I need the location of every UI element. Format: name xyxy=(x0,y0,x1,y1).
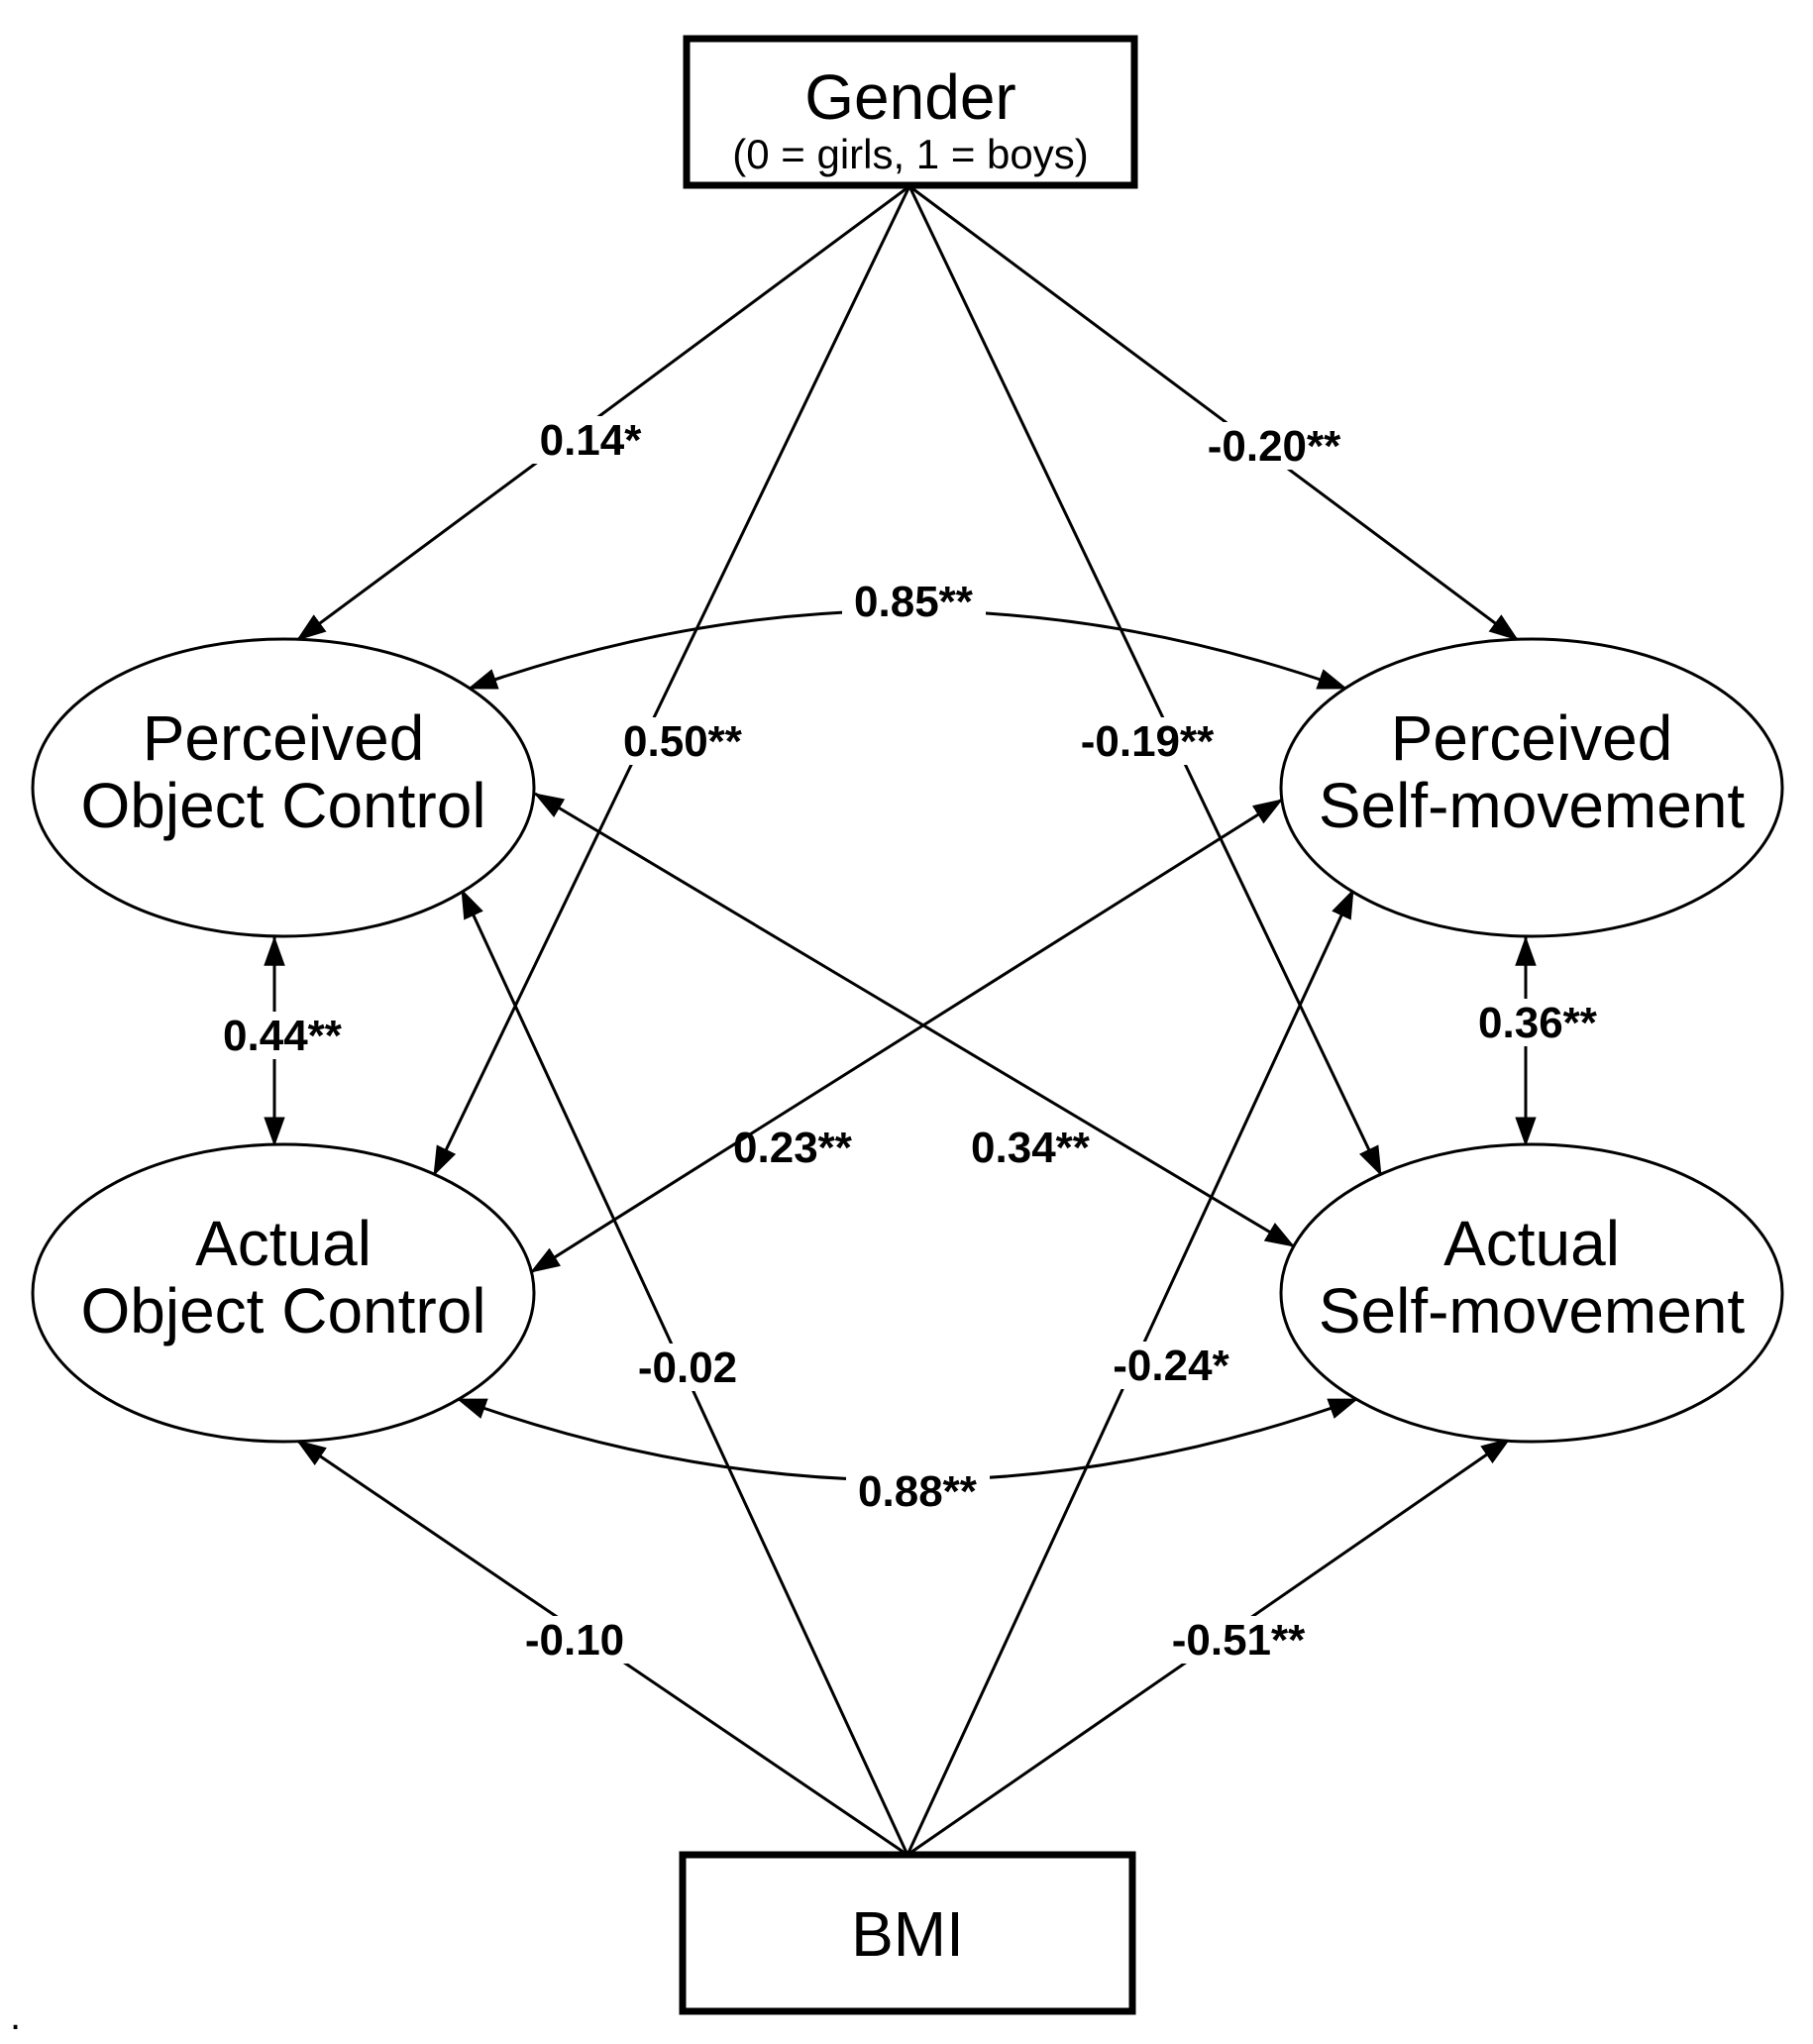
label-bg xyxy=(630,1344,744,1391)
edge-gender-to-actual-self-movement xyxy=(907,185,1383,1177)
coefficient-label-layer: 0.14* -0.20** 0.85** 0.50** -0.19** 0.44… xyxy=(223,416,1598,1665)
edge-gender-to-actual-object-control xyxy=(432,185,911,1177)
coef-perceived-object-control-actual-self-movement: 0.34** xyxy=(971,1124,1091,1172)
coef-bmi-perceived-object-control: -0.02 xyxy=(638,1344,737,1392)
node-layer xyxy=(31,35,1784,2015)
label-background-layer xyxy=(210,416,1610,1664)
node-actual-object-control-ellipse xyxy=(31,1142,536,1444)
perceived-self-movement-line1: Perceived xyxy=(1391,702,1673,774)
label-bg xyxy=(842,578,986,625)
coef-perceived-object-control-perceived-self-movement: 0.85** xyxy=(854,578,974,626)
edge-correlation-perceived-object-control-actual-self-movement xyxy=(533,792,1296,1248)
label-bg xyxy=(1102,1342,1240,1389)
coef-perceived-object-control-actual-object-control: 0.44** xyxy=(223,1012,343,1060)
coef-gender-perceived-self-movement: -0.20** xyxy=(1208,422,1341,471)
label-bg xyxy=(1159,1616,1318,1664)
node-perceived-object-control-ellipse xyxy=(31,637,536,938)
label-bg xyxy=(1195,422,1353,470)
label-bg xyxy=(846,1467,990,1515)
footnote-dot: . xyxy=(10,1994,21,2038)
perceived-self-movement-line2: Self-movement xyxy=(1319,770,1746,841)
edge-correlation-actual-object-control-perceived-self-movement xyxy=(529,798,1284,1274)
label-bg xyxy=(1068,717,1226,765)
coef-actual-object-control-actual-self-movement: 0.88** xyxy=(858,1467,978,1516)
gender-title: Gender xyxy=(804,61,1015,133)
coef-perceived-self-movement-actual-self-movement: 0.36** xyxy=(1478,999,1598,1047)
node-gender-box xyxy=(683,35,1138,189)
bmi-label: BMI xyxy=(851,1898,964,1970)
coef-bmi-perceived-self-movement: -0.24* xyxy=(1113,1342,1229,1390)
coef-gender-perceived-object-control: 0.14* xyxy=(540,416,643,465)
actual-object-control-line2: Object Control xyxy=(80,1275,485,1346)
coef-gender-actual-object-control: 0.50** xyxy=(623,717,743,766)
edge-gender-to-perceived-object-control xyxy=(295,184,910,642)
actual-object-control-line1: Actual xyxy=(195,1208,372,1279)
actual-self-movement-line1: Actual xyxy=(1443,1208,1620,1279)
coef-bmi-actual-object-control: -0.10 xyxy=(525,1616,624,1665)
edge-gender-to-perceived-self-movement xyxy=(908,184,1520,642)
node-perceived-self-movement-ellipse xyxy=(1279,637,1784,938)
node-actual-self-movement-ellipse xyxy=(1279,1142,1784,1444)
label-bg xyxy=(1466,999,1610,1046)
coef-actual-object-control-perceived-self-movement: 0.23** xyxy=(733,1124,853,1172)
gender-subtitle: (0 = girls, 1 = boys) xyxy=(732,131,1088,177)
actual-self-movement-line2: Self-movement xyxy=(1319,1275,1746,1346)
label-bg xyxy=(517,1616,631,1664)
node-text-layer: Gender (0 = girls, 1 = boys) BMI Perceiv… xyxy=(80,61,1745,1970)
coef-gender-actual-self-movement: -0.19** xyxy=(1081,717,1215,766)
label-bg xyxy=(611,717,755,765)
node-bmi-box xyxy=(679,1851,1136,2015)
label-bg xyxy=(531,416,650,464)
perceived-object-control-line2: Object Control xyxy=(80,770,485,841)
coef-bmi-actual-self-movement: -0.51** xyxy=(1172,1616,1306,1665)
perceived-object-control-line1: Perceived xyxy=(143,702,425,774)
label-bg xyxy=(210,1012,354,1059)
